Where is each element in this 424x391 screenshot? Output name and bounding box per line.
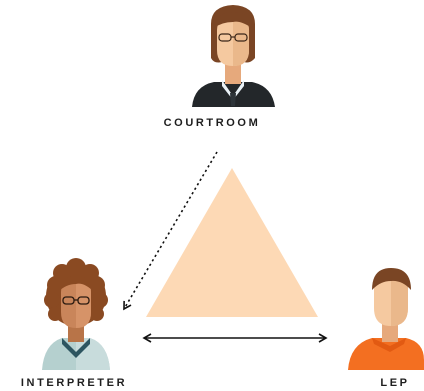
lep-avatar-icon (348, 268, 424, 370)
interpreter-avatar-icon (42, 258, 110, 370)
courtroom-label: COURTROOM (163, 117, 261, 129)
judge-avatar-icon (192, 5, 275, 107)
interpreter-label: INTERPRETER (20, 377, 128, 389)
lep-label: LEP (380, 377, 410, 389)
central-triangle (146, 168, 318, 317)
dotted-arrow-courtroom-to-interpreter (123, 151, 218, 311)
